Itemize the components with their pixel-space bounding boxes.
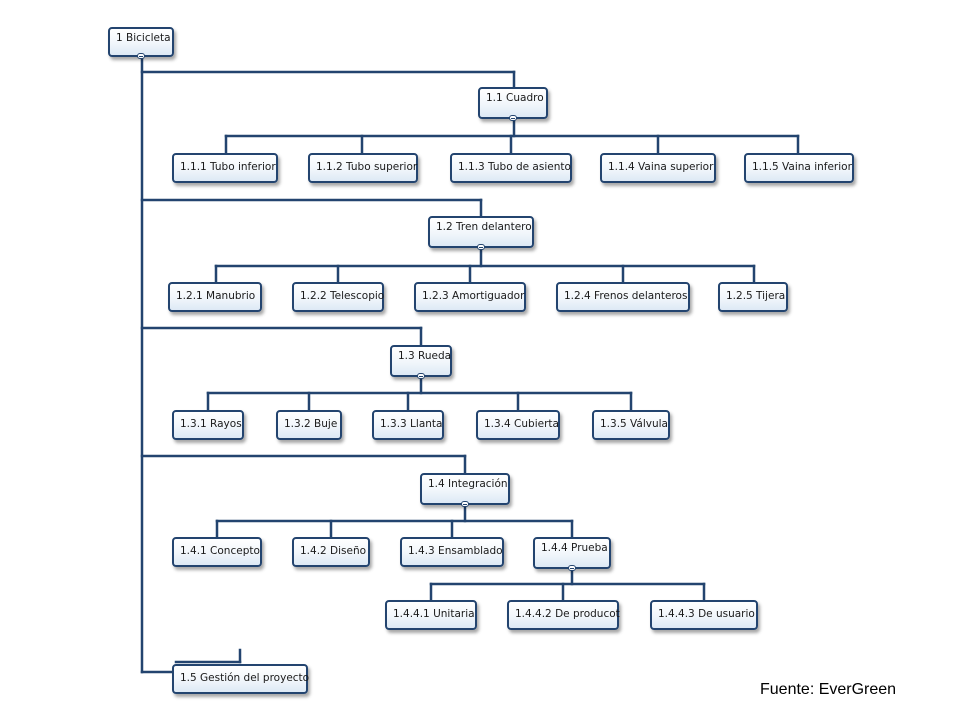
node-label: 1.4.1 Concepto: [180, 545, 260, 557]
node-tubo-inferior[interactable]: 1.1.1 Tubo inferior: [172, 153, 278, 183]
node-label: 1.3.5 Válvula: [600, 418, 668, 430]
node-cuadro[interactable]: 1.1 Cuadro: [478, 87, 548, 121]
node-tren-delantero[interactable]: 1.2 Tren delantero: [428, 216, 534, 250]
node-ensamblado[interactable]: 1.4.3 Ensamblado: [400, 537, 504, 567]
node-label: 1.2.5 Tijera: [726, 290, 786, 302]
node-label: 1.2.3 Amortiguador: [422, 290, 525, 302]
node-diseno[interactable]: 1.4.2 Diseño: [292, 537, 370, 567]
node-tijera[interactable]: 1.2.5 Tijera: [718, 282, 788, 312]
node-tubo-superior[interactable]: 1.1.2 Tubo superior: [308, 153, 418, 183]
node-label: 1.2.2 Telescopio: [300, 290, 385, 302]
node-de-producot[interactable]: 1.4.4.2 De producot: [507, 600, 620, 630]
node-label: 1.4.4 Prueba: [541, 542, 608, 554]
node-prueba[interactable]: 1.4.4 Prueba: [533, 537, 611, 571]
node-label: 1.4.4.1 Unitaria: [393, 608, 475, 620]
node-label: 1.1.4 Vaina superior: [608, 161, 714, 173]
node-label: 1 Bicicleta: [116, 32, 171, 44]
node-manubrio[interactable]: 1.2.1 Manubrio: [168, 282, 262, 312]
node-label: 1.2 Tren delantero: [436, 221, 532, 233]
node-vaina-inferior[interactable]: 1.1.5 Vaina inferior: [744, 153, 854, 183]
node-label: 1.1.5 Vaina inferior: [752, 161, 852, 173]
collapse-toggle-icon[interactable]: [509, 115, 517, 121]
node-cubierta[interactable]: 1.3.4 Cubierta: [476, 410, 560, 440]
node-label: 1.4.3 Ensamblado: [408, 545, 503, 557]
node-unitaria[interactable]: 1.4.4.1 Unitaria: [385, 600, 477, 630]
node-telescopio[interactable]: 1.2.2 Telescopio: [292, 282, 384, 312]
node-de-usuario[interactable]: 1.4.4.3 De usuario: [650, 600, 758, 630]
node-label: 1.1.1 Tubo inferior: [180, 161, 276, 173]
node-label: 1.3.3 Llanta: [380, 418, 443, 430]
node-label: 1.5 Gestión del proyecto: [180, 672, 310, 684]
node-label: 1.1.2 Tubo superior: [316, 161, 418, 173]
node-root[interactable]: 1 Bicicleta: [108, 27, 174, 59]
node-label: 1.1 Cuadro: [486, 92, 544, 104]
node-label: 1.3.1 Rayos: [180, 418, 242, 430]
node-frenos-delanteros[interactable]: 1.2.4 Frenos delanteros: [556, 282, 690, 312]
node-valvula[interactable]: 1.3.5 Válvula: [592, 410, 670, 440]
node-vaina-superior[interactable]: 1.1.4 Vaina superior: [600, 153, 716, 183]
node-label: 1.4 Integración: [428, 478, 508, 490]
node-tubo-de-asiento[interactable]: 1.1.3 Tubo de asiento: [450, 153, 572, 183]
source-caption: Fuente: EverGreen: [760, 681, 897, 698]
collapse-toggle-icon[interactable]: [417, 373, 425, 379]
node-label: 1.3 Rueda: [398, 350, 452, 362]
node-amortiguador[interactable]: 1.2.3 Amortiguador: [414, 282, 526, 312]
collapse-toggle-icon[interactable]: [137, 53, 145, 59]
node-label: 1.2.4 Frenos delanteros: [564, 290, 688, 302]
node-concepto[interactable]: 1.4.1 Concepto: [172, 537, 262, 567]
node-label: 1.1.3 Tubo de asiento: [458, 161, 571, 173]
node-llanta[interactable]: 1.3.3 Llanta: [372, 410, 444, 440]
node-label: 1.4.2 Diseño: [300, 545, 367, 557]
node-rueda[interactable]: 1.3 Rueda: [390, 345, 452, 379]
node-label: 1.2.1 Manubrio: [176, 290, 256, 302]
node-integracion[interactable]: 1.4 Integración: [420, 473, 510, 507]
collapse-toggle-icon[interactable]: [477, 244, 485, 250]
node-label: 1.4.4.3 De usuario: [658, 608, 755, 620]
node-label: 1.4.4.2 De producot: [515, 608, 620, 620]
collapse-toggle-icon[interactable]: [461, 501, 469, 507]
node-gestion-del-proyecto[interactable]: 1.5 Gestión del proyecto: [172, 664, 310, 694]
node-rayos[interactable]: 1.3.1 Rayos: [172, 410, 244, 440]
node-buje[interactable]: 1.3.2 Buje: [276, 410, 342, 440]
node-label: 1.3.4 Cubierta: [484, 418, 559, 430]
node-label: 1.3.2 Buje: [284, 418, 338, 430]
collapse-toggle-icon[interactable]: [568, 565, 576, 571]
